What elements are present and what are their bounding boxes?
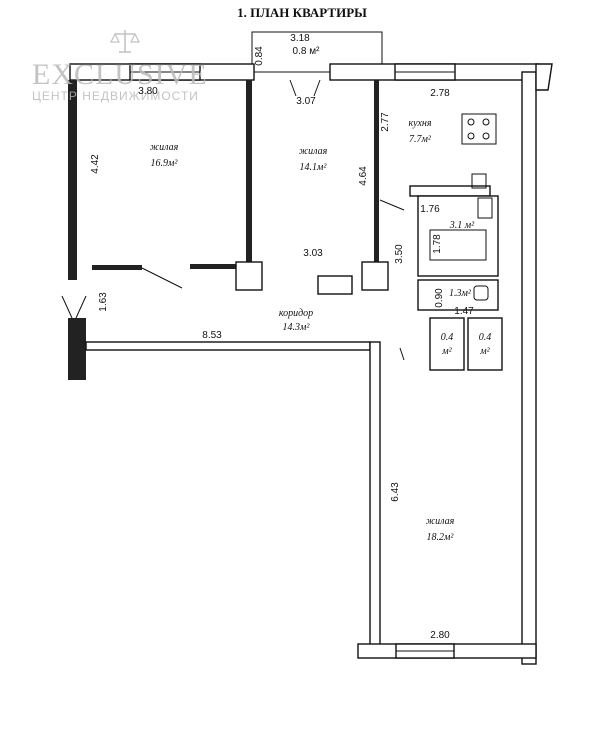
room-living2-name: жилая [299,146,328,157]
vent-block-1 [235,261,263,291]
balcony-outline [251,31,383,64]
dim-8-53: 8.53 [202,330,222,341]
bathroom-walls [417,195,499,277]
room-corridor-name: коридор [279,308,313,319]
dim-balcony-depth: 0.84 [254,46,265,66]
dim-1-47: 1.47 [454,306,474,317]
room-living1-name: жилая [150,142,179,153]
wc-walls [417,279,499,311]
watermark-brand: EXCLUSIVE [32,58,208,91]
left-wall-lower [68,318,86,380]
dim-0-90: 0.90 [434,288,445,308]
kitchen-stove [461,113,497,145]
toilet-fixture [473,285,489,301]
living1-bottom-wall [92,265,142,270]
corridor-bottom-wall [85,341,371,351]
dim-2-80: 2.80 [430,630,450,641]
vent-block-2 [361,261,389,291]
watermark-subtitle: ЦЕНТР НЕДВИЖИМОСТИ [32,89,199,103]
bathtub [429,229,487,261]
watermark: EXCLUSIVE ЦЕНТР НЕДВИЖИМОСТИ [32,30,208,103]
room-kitchen-area: 7.7м² [409,134,432,145]
dim-2-77: 2.77 [380,112,391,132]
dim-4-64: 4.64 [358,166,369,186]
partition-living2-kitchen [374,80,379,200]
walls [61,31,553,665]
dim-2-78: 2.78 [430,88,450,99]
dimension-labels: 3.18 0.8 м² 0.84 3.80 3.07 2.78 2.77 4.4… [90,33,474,641]
closet-2-walls [467,317,503,371]
dim-4-42: 4.42 [90,154,101,174]
bedroom3-left-wall [369,341,381,653]
dim-1-63: 1.63 [98,292,109,312]
room-closet2-area: 0.4 [479,332,492,343]
stove-block [317,275,353,295]
room-living3-area: 18.2м² [427,532,455,543]
dim-6-43: 6.43 [390,482,401,502]
closet-1-walls [429,317,465,371]
room-bath-area: 3.1 м² [449,220,475,231]
room-closet2-unit: м² [479,346,490,357]
dim-1-78: 1.78 [432,234,443,254]
partition-living1-living2 [246,80,252,270]
room-labels: жилая 16.9м² жилая 14.1м² кухня 7.7м² 3.… [150,118,491,543]
room-living3-name: жилая [426,516,455,527]
dim-1-76: 1.76 [420,204,440,215]
dim-3-07: 3.07 [296,96,316,107]
dim-balcony-width: 3.18 [290,33,310,44]
room-wc-area: 1.3м² [449,288,472,299]
dim-3-80: 3.80 [138,86,158,97]
room-living1-area: 16.9м² [151,158,179,169]
room-corridor-area: 14.3м² [283,322,311,333]
scales-icon [110,30,140,53]
plan-title: 1. ПЛАН КВАРТИРЫ [237,5,367,20]
room-closet1-unit: м² [441,346,452,357]
room-living2-area: 14.1м² [300,162,328,173]
dim-3-50: 3.50 [394,244,405,264]
left-wall-upper [68,80,77,280]
room-closet1-area: 0.4 [441,332,454,343]
dim-balcony-area: 0.8 м² [293,46,321,57]
room-kitchen-name: кухня [408,118,431,129]
dim-3-03: 3.03 [303,248,323,259]
right-outer-wall [521,71,537,665]
